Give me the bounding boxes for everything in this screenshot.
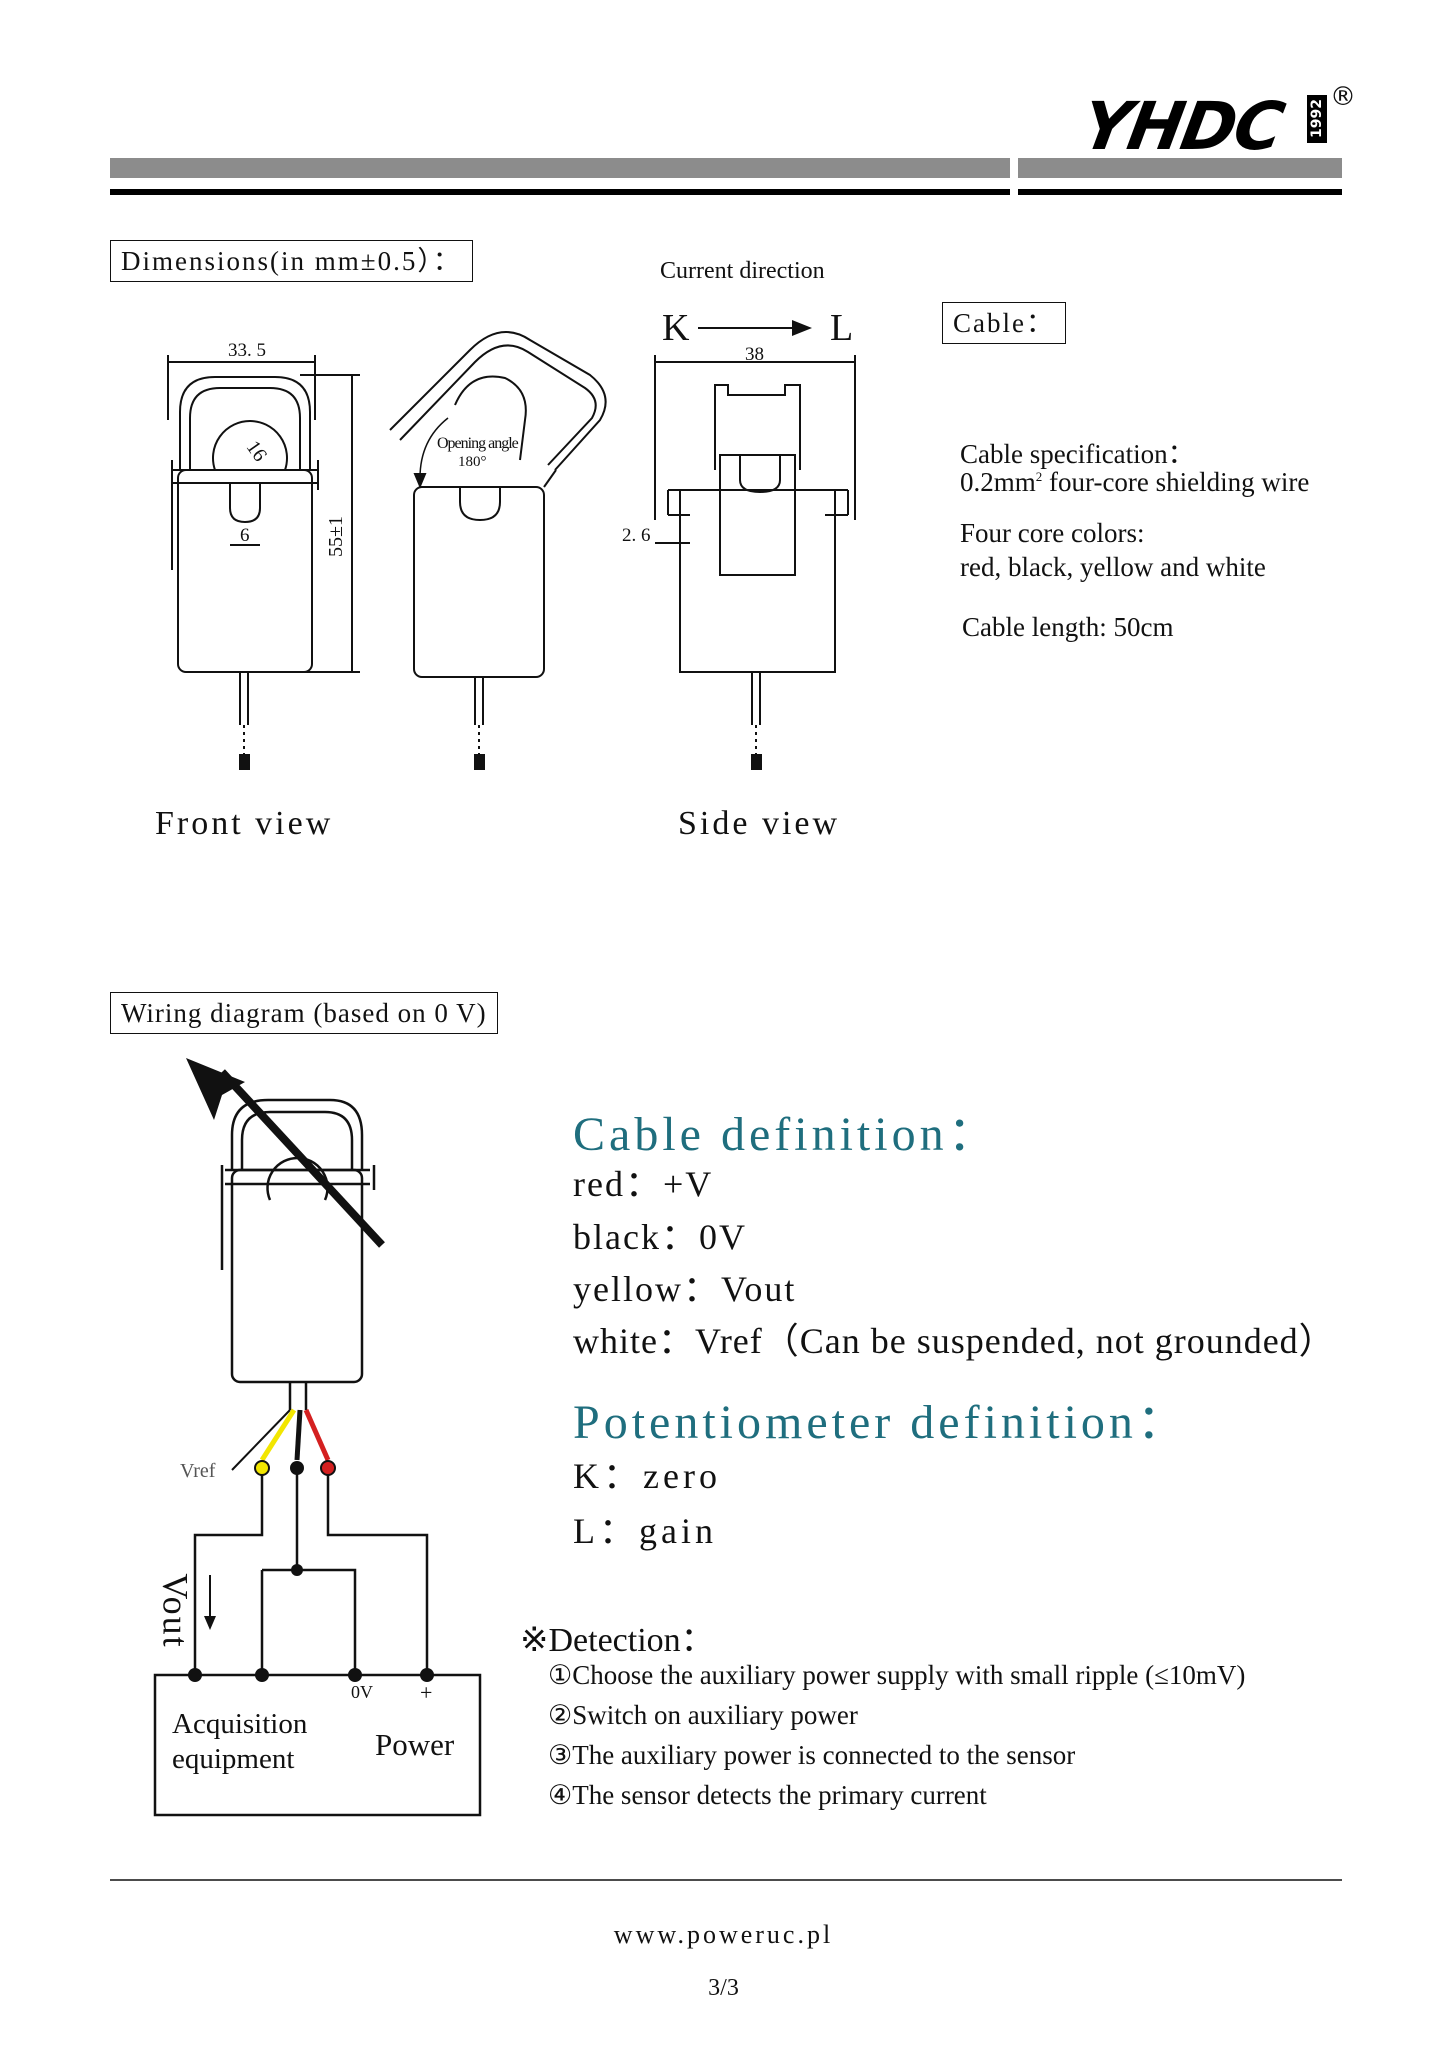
- opening-angle-label: Opening angle: [437, 435, 519, 452]
- wiring-title: Wiring diagram (based on 0 V): [110, 992, 498, 1034]
- k-label: K: [662, 307, 690, 349]
- cable-length: Cable length: 50cm: [962, 612, 1174, 642]
- detection-item-2: ②Switch on auxiliary power: [548, 1700, 858, 1730]
- dim-side-width-label: 38: [745, 344, 764, 365]
- dim-height-label: 55±1: [324, 516, 347, 557]
- detection-title: ※Detection：: [520, 1622, 715, 1659]
- header-bar-gray-left: [110, 158, 1010, 178]
- side-view-drawing: [654, 355, 856, 770]
- dimensions-title: Dimensions(in mm±0.5）：: [110, 240, 473, 282]
- header-bar-black-right: [1018, 189, 1342, 195]
- cable-definition-title: Cable definition：: [573, 1108, 1000, 1161]
- vref-label: Vref: [180, 1460, 216, 1482]
- detection-item-1: ①Choose the auxiliary power supply with …: [548, 1660, 1246, 1690]
- cable-title: Cable：: [942, 302, 1066, 344]
- footer-url[interactable]: www.poweruc.pl: [613, 1920, 834, 1949]
- zero-v-label: 0V: [351, 1682, 373, 1702]
- pot-def-k: K：zero: [573, 1456, 721, 1496]
- opened-view-drawing: [389, 331, 607, 770]
- dim-slot-label: 6: [240, 525, 250, 546]
- opening-angle-value: 180°: [458, 454, 487, 470]
- cable-colors-value: red, black, yellow and white: [960, 552, 1266, 582]
- page-number: 3/3: [708, 1975, 739, 2001]
- acquisition-label-2: equipment: [172, 1743, 295, 1775]
- detection-item-4: ④The sensor detects the primary current: [548, 1780, 987, 1810]
- wiring-drawing: [153, 1069, 482, 1817]
- cable-colors-label: Four core colors:: [960, 518, 1145, 548]
- dim-side-offset-label: 2. 6: [622, 525, 651, 546]
- cable-def-white: white：Vref（Can be suspended, not grounde…: [573, 1321, 1336, 1361]
- cable-spec-label: Cable specification：: [960, 439, 1195, 469]
- current-direction-label: Current direction: [660, 258, 825, 284]
- detection-item-3: ③The auxiliary power is connected to the…: [548, 1740, 1076, 1770]
- plus-label: +: [420, 1680, 433, 1705]
- cable-def-red: red：+V: [573, 1164, 714, 1204]
- pot-def-l: L：gain: [573, 1511, 717, 1551]
- cable-def-black: black：0V: [573, 1217, 747, 1257]
- vout-label: Vout: [155, 1573, 196, 1649]
- cable-def-yellow: yellow：Vout: [573, 1269, 797, 1309]
- dim-width-label: 33. 5: [228, 340, 266, 361]
- header-bar-black-left: [110, 189, 1010, 195]
- l-label: L: [830, 307, 854, 349]
- potentiometer-definition-title: Potentiometer definition：: [573, 1396, 1189, 1449]
- acquisition-label-1: Acquisition: [172, 1708, 308, 1740]
- side-view-caption: Side view: [678, 805, 841, 842]
- header-bar-gray-right: [1018, 158, 1342, 178]
- front-view-drawing: [167, 355, 360, 770]
- registered-mark: ®: [1330, 82, 1356, 112]
- power-label: Power: [375, 1727, 455, 1762]
- cable-spec-value: 0.2mm2 four-core shielding wire: [960, 467, 1310, 497]
- front-view-caption: Front view: [155, 805, 334, 842]
